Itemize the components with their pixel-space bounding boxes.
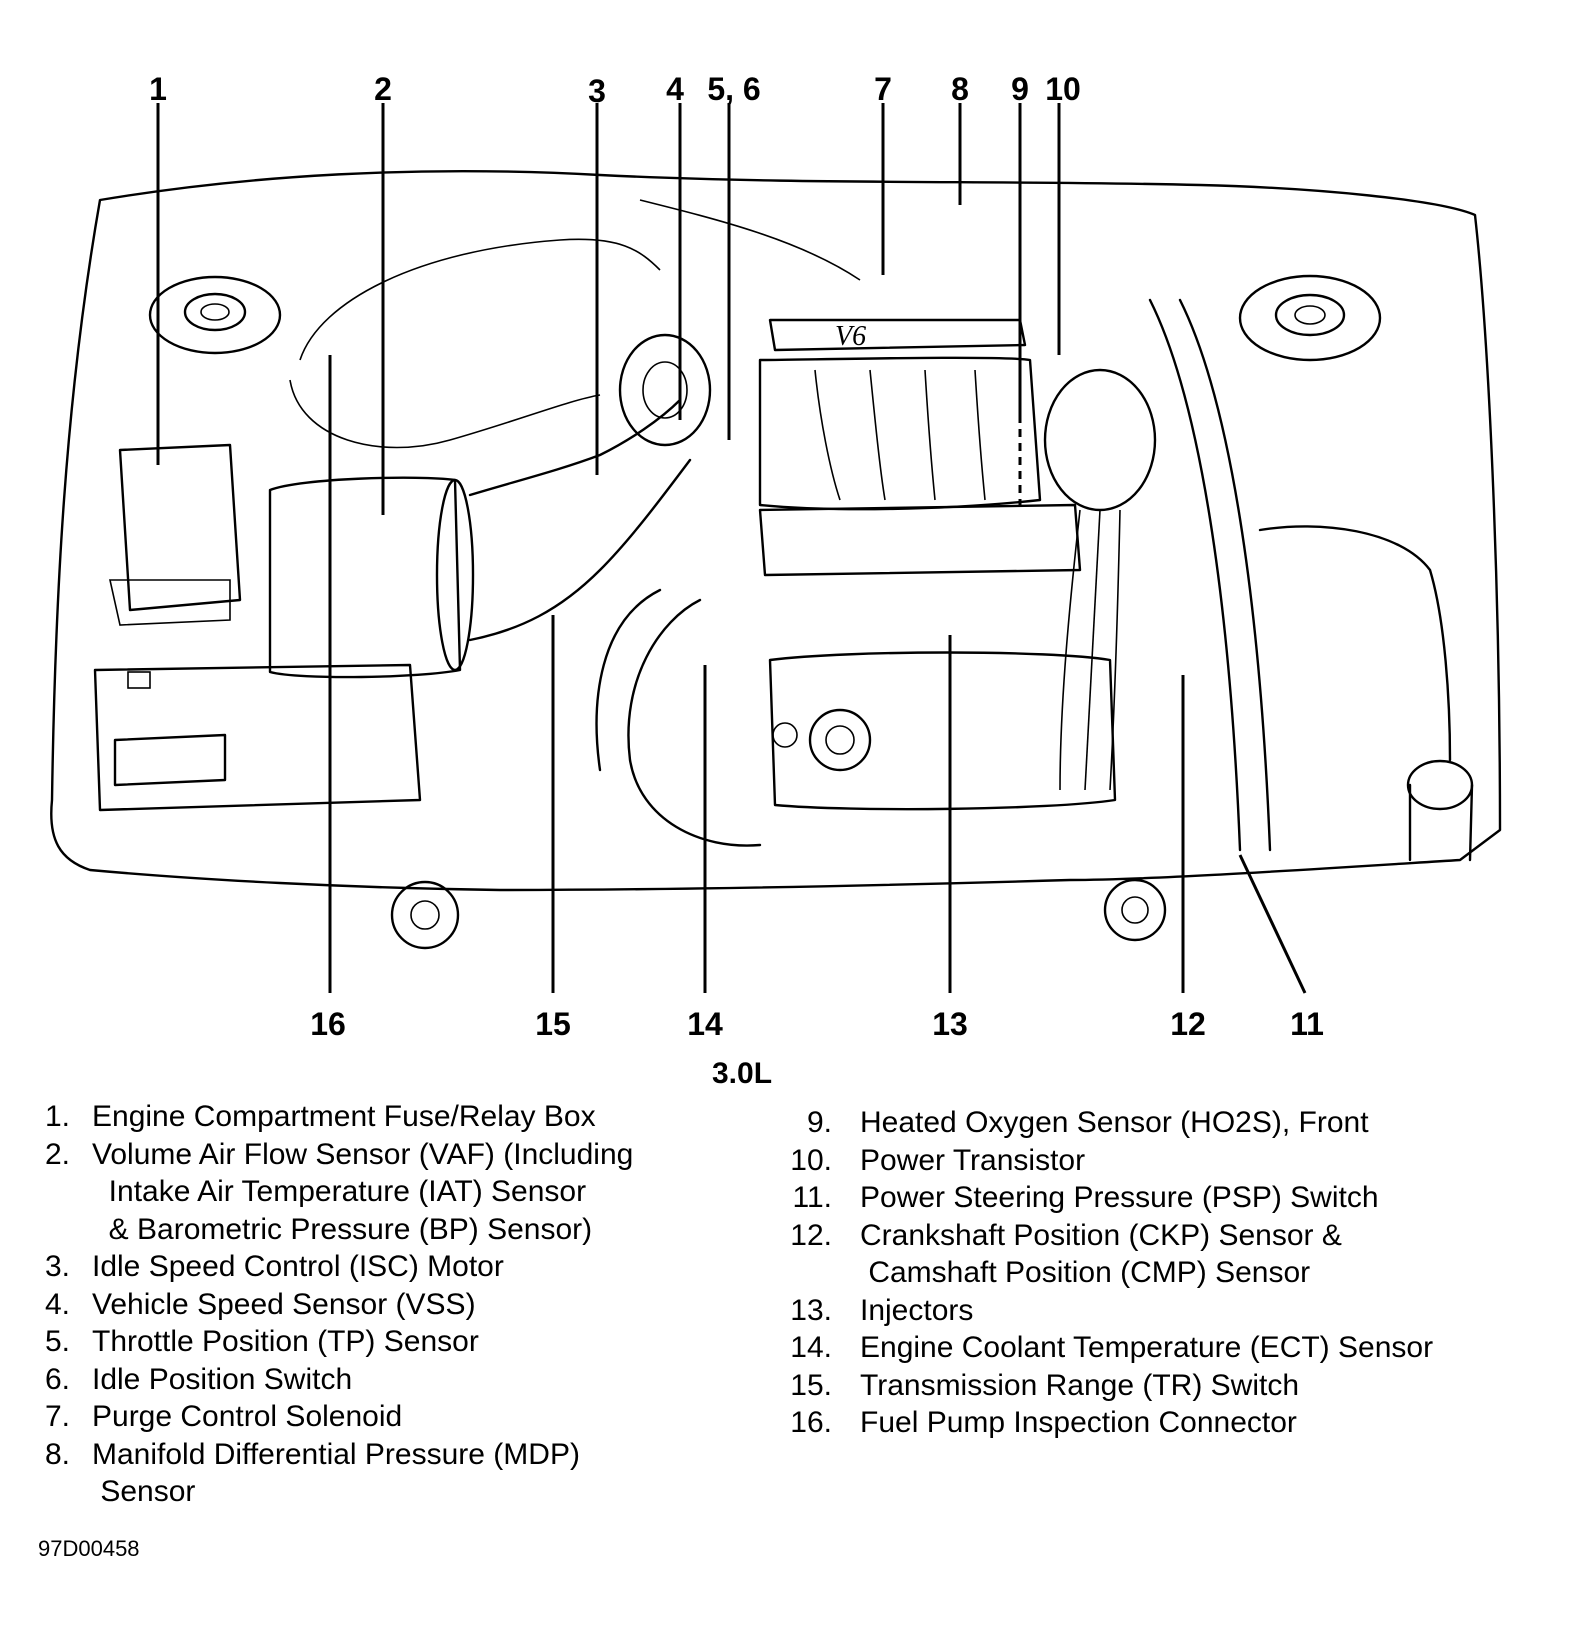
callout-1: 1: [149, 71, 167, 107]
callout-7: 7: [874, 71, 892, 107]
legend-number: 16.: [790, 1406, 832, 1439]
callout-3: 3: [588, 73, 606, 109]
legend-text: Heated Oxygen Sensor (HO2S), Front: [860, 1106, 1369, 1139]
callout-leader-lines: [156, 103, 1307, 994]
legend-item-3: 3. Idle Speed Control (ISC) Motor: [40, 1248, 740, 1286]
legend-number: 6.: [44, 1362, 70, 1396]
legend-number: 2.: [44, 1137, 70, 1171]
legend-number: 12.: [790, 1218, 832, 1252]
legend-text: Idle Position Switch: [92, 1362, 353, 1396]
legend-number: 1.: [44, 1100, 70, 1133]
legend-item-8: 8. Manifold Differential Pressure (MDP) …: [40, 1436, 740, 1511]
legend-item-16: 16. Fuel Pump Inspection Connector: [787, 1404, 1547, 1442]
legend-left-column: 1. Engine Compartment Fuse/Relay Box 2. …: [40, 1098, 740, 1511]
legend-text: Volume Air Flow Sensor (VAF) (Including …: [92, 1137, 634, 1246]
callout-15: 15: [535, 1006, 571, 1042]
legend-number: 10.: [790, 1143, 832, 1177]
image-code: 97D00458: [38, 1536, 140, 1561]
legend-item-7: 7. Purge Control Solenoid: [40, 1398, 740, 1436]
legend-number: 13.: [790, 1293, 832, 1327]
legend-item-12: 12. Crankshaft Position (CKP) Sensor & C…: [787, 1217, 1547, 1292]
engine-label: 3.0L: [712, 1057, 772, 1090]
legend-item-13: 13. Injectors: [787, 1292, 1547, 1330]
legend-number: 9.: [806, 1106, 832, 1139]
legend-item-4: 4. Vehicle Speed Sensor (VSS): [40, 1286, 740, 1324]
legend-text: Transmission Range (TR) Switch: [860, 1368, 1299, 1402]
engine-compartment-diagram: 1 2 3 4 5, 6 7 8 9 10 16 15 14 13 12 11 …: [50, 71, 1502, 1090]
legend-text: Power Transistor: [860, 1143, 1086, 1177]
callout-10: 10: [1045, 71, 1081, 107]
legend-number: 3.: [44, 1250, 70, 1283]
legend-text: Manifold Differential Pressure (MDP) Sen…: [92, 1437, 580, 1509]
legend-text: Fuel Pump Inspection Connector: [860, 1406, 1297, 1439]
legend-right-column: 9. Heated Oxygen Sensor (HO2S), Front 10…: [787, 1104, 1547, 1442]
callout-8: 8: [951, 71, 969, 107]
callout-12: 12: [1170, 1006, 1206, 1042]
callout-2: 2: [374, 71, 392, 107]
legend-text: Engine Compartment Fuse/Relay Box: [92, 1100, 596, 1133]
callout-16: 16: [310, 1006, 346, 1042]
legend-text: Injectors: [860, 1293, 974, 1327]
callouts-bottom: 16 15 14 13 12 11: [310, 1006, 1324, 1042]
legend-number: 11.: [792, 1181, 832, 1214]
legend-text: Throttle Position (TP) Sensor: [92, 1325, 479, 1358]
legend-number: 8.: [44, 1437, 70, 1471]
callouts-top: 1 2 3 4 5, 6 7 8 9 10: [149, 71, 1081, 109]
callout-11: 11: [1290, 1006, 1324, 1042]
legend-item-1: 1. Engine Compartment Fuse/Relay Box: [40, 1098, 740, 1136]
legend-item-10: 10. Power Transistor: [787, 1142, 1547, 1180]
legend-item-14: 14. Engine Coolant Temperature (ECT) Sen…: [787, 1329, 1547, 1367]
legend-item-9: 9. Heated Oxygen Sensor (HO2S), Front: [787, 1104, 1547, 1142]
legend-text: Vehicle Speed Sensor (VSS): [92, 1287, 476, 1321]
legend-item-11: 11. Power Steering Pressure (PSP) Switch: [787, 1179, 1547, 1217]
callout-9: 9: [1011, 71, 1029, 107]
legend-number: 7.: [44, 1400, 70, 1433]
legend-text: Engine Coolant Temperature (ECT) Sensor: [860, 1331, 1434, 1364]
legend-text: Crankshaft Position (CKP) Sensor & Camsh…: [860, 1218, 1342, 1290]
legend-text: Power Steering Pressure (PSP) Switch: [860, 1181, 1379, 1214]
legend-number: 4.: [44, 1287, 70, 1321]
legend-item-15: 15. Transmission Range (TR) Switch: [787, 1367, 1547, 1405]
legend-number: 5.: [44, 1325, 70, 1358]
legend-text: Idle Speed Control (ISC) Motor: [92, 1250, 504, 1283]
callout-4: 4: [666, 71, 684, 107]
legend-item-5: 5. Throttle Position (TP) Sensor: [40, 1323, 740, 1361]
engine-bay-drawing: [50, 169, 1502, 950]
legend-item-6: 6. Idle Position Switch: [40, 1361, 740, 1399]
legend-number: 15.: [790, 1368, 832, 1402]
callout-13: 13: [932, 1006, 968, 1042]
callout-5-6: 5, 6: [707, 71, 760, 107]
legend-text: Purge Control Solenoid: [92, 1400, 403, 1433]
legend-number: 14.: [790, 1331, 832, 1364]
legend-item-2: 2. Volume Air Flow Sensor (VAF) (Includi…: [40, 1136, 740, 1249]
callout-14: 14: [687, 1006, 723, 1042]
cover-v6-text: V6: [835, 321, 866, 352]
